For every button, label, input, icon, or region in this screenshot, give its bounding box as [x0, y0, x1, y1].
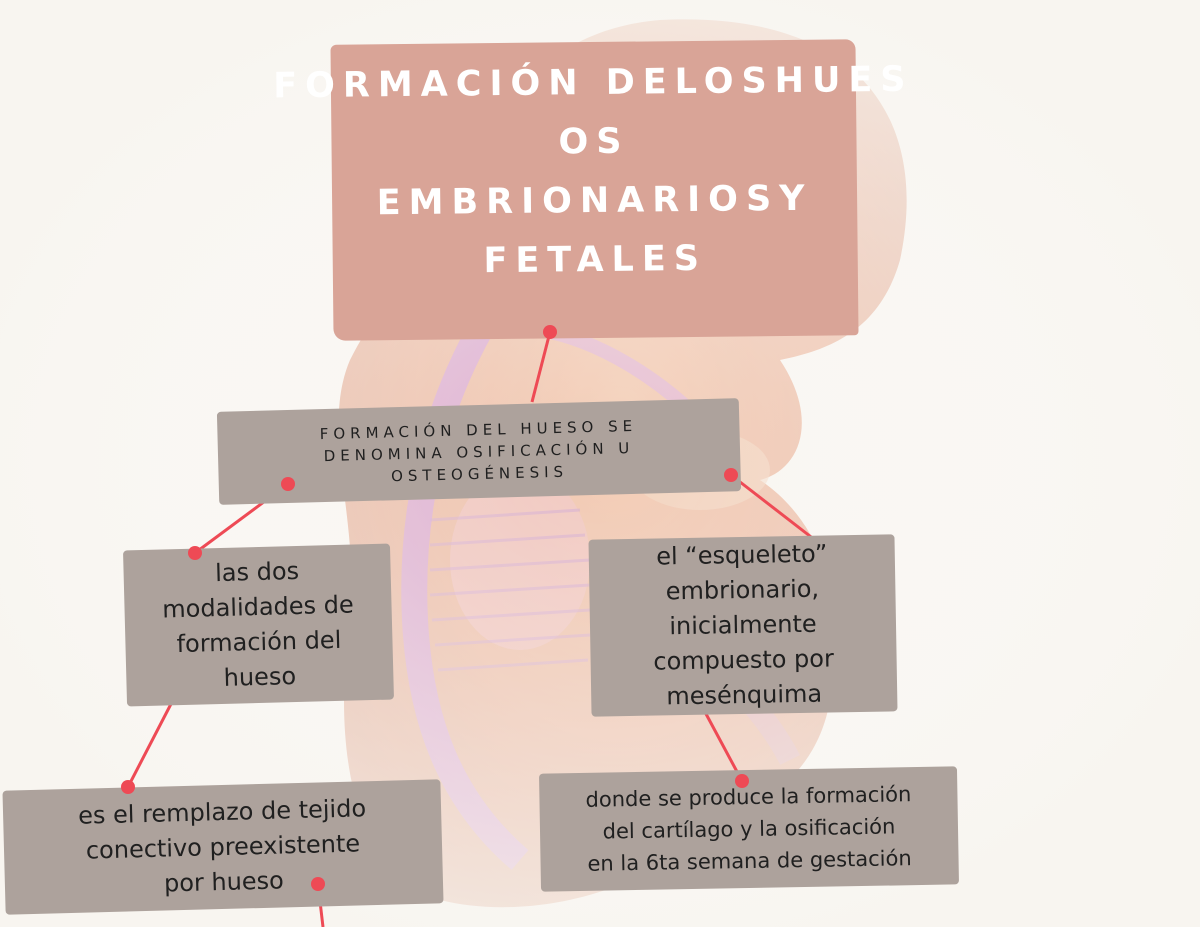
node-modalidades-line-4: hueso: [223, 662, 297, 692]
node-cartilago-line-2: del cartílago y la osificación: [602, 814, 896, 844]
node-remplazo-line-3: por hueso: [163, 865, 285, 898]
node-esqueleto: el “esqueleto” embrionario, inicialmente…: [588, 534, 898, 717]
connector-osificacion-esqueleto: [730, 473, 816, 542]
node-esqueleto-line-3: inicialmente: [669, 609, 817, 641]
connector-title-osificacion: [530, 331, 552, 403]
node-modalidades-line-2: modalidades de: [161, 590, 355, 624]
node-esqueleto-line-1: el “esqueleto”: [655, 539, 828, 571]
node-modalidades: las dos modalidades de formación del hue…: [123, 543, 394, 707]
node-cartilago: donde se produce la formación del cartíl…: [539, 766, 959, 892]
node-osificacion-line-3: OSTEOGÉNESIS: [390, 462, 569, 485]
connector-modalidades-remplazo: [126, 701, 174, 788]
title-box: FORMACIÓN DELOSHUES OS EMBRIONARIOSY FET…: [273, 39, 914, 341]
node-osificacion: FORMACIÓN DEL HUESO SE DENOMINA OSIFICAC…: [216, 398, 742, 505]
node-esqueleto-line-5: mesénquima: [666, 679, 823, 711]
node-remplazo-line-2: conectivo preexistente: [85, 828, 361, 865]
title-line-1: FORMACIÓN DELOSHUES: [273, 59, 914, 107]
title-line-4: FETALES: [483, 238, 708, 282]
node-remplazo: es el remplazo de tejido conectivo preex…: [2, 779, 444, 915]
node-cartilago-line-3: en la 6ta semana de gestación: [587, 846, 912, 876]
title-line-3: EMBRIONARIOSY: [376, 178, 813, 224]
node-modalidades-line-1: las dos: [214, 556, 300, 588]
node-esqueleto-line-2: embrionario,: [665, 574, 820, 606]
node-esqueleto-line-4: compuesto por: [653, 644, 835, 676]
title-line-2: OS: [558, 121, 630, 163]
node-modalidades-line-3: formación del: [176, 625, 342, 659]
